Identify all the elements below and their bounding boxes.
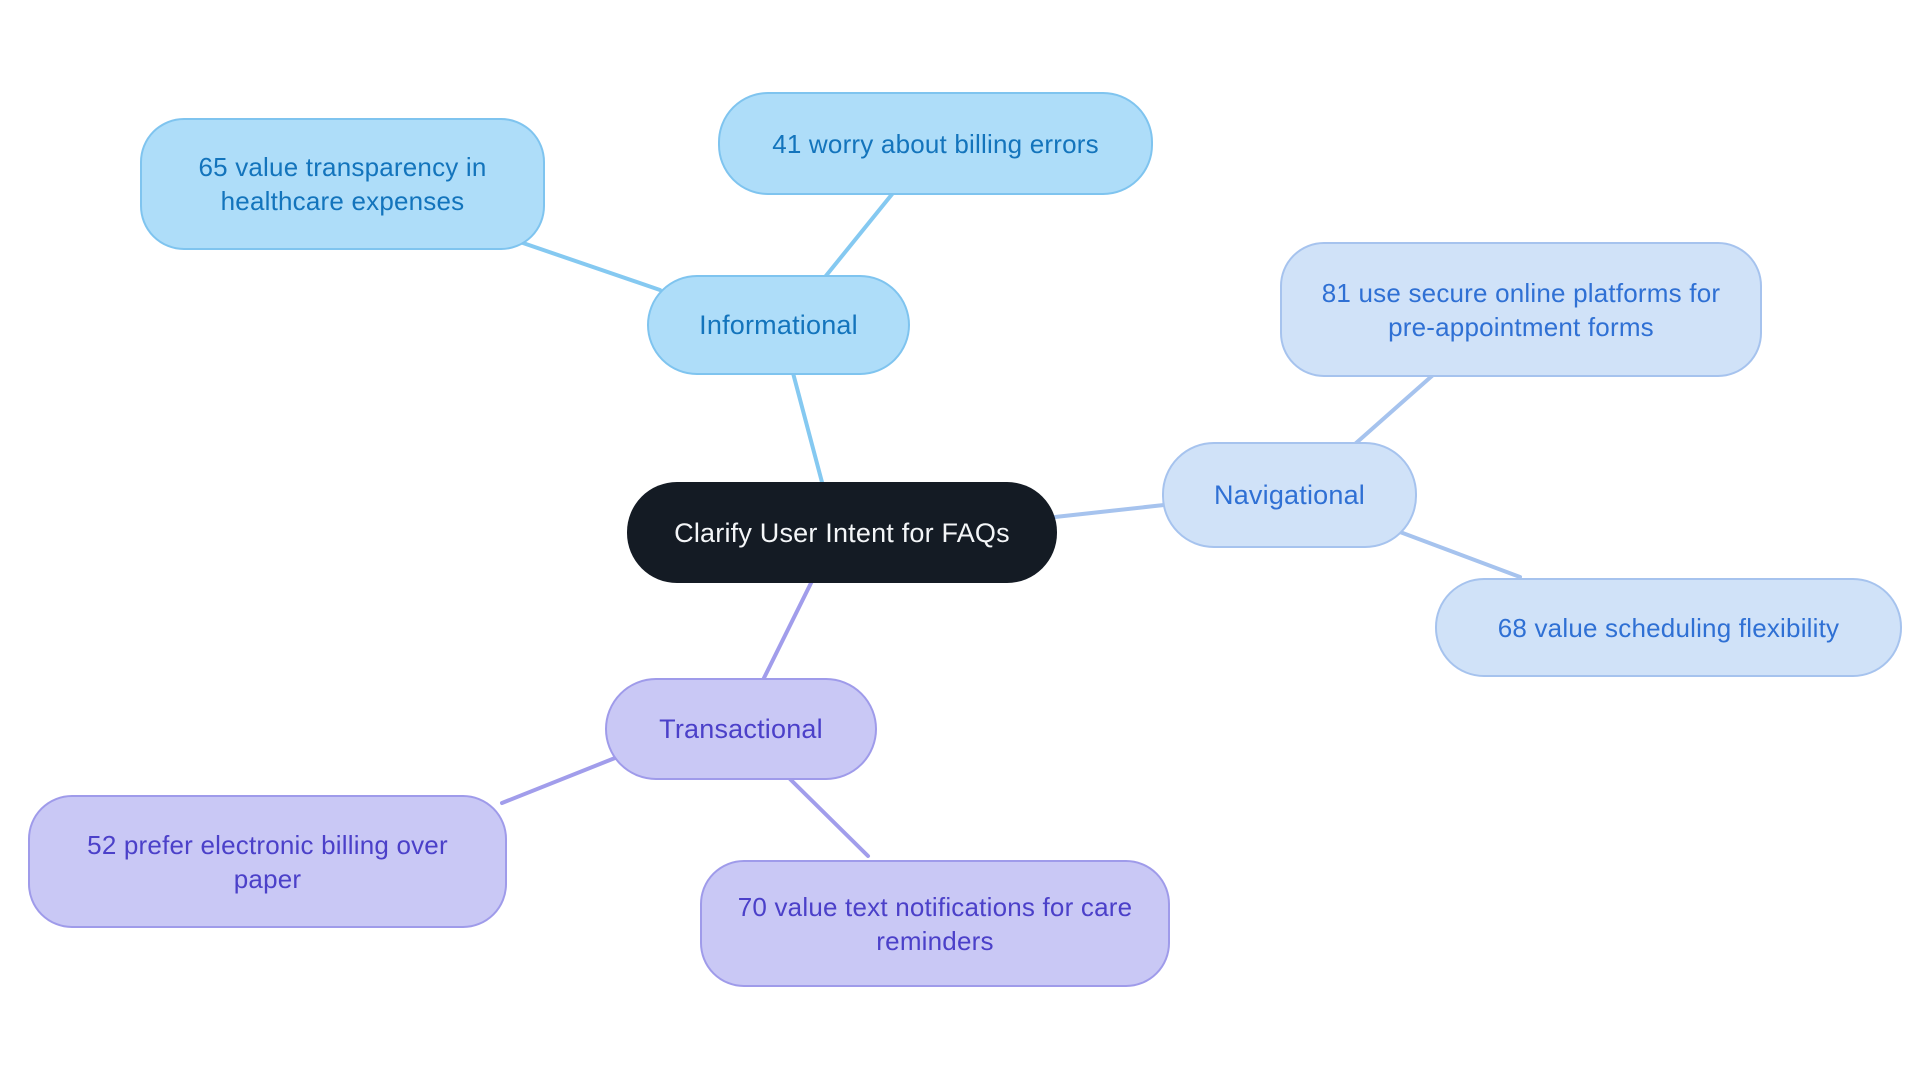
leaf-node-41-billing-errors[interactable]: 41 worry about billing errors xyxy=(718,92,1153,195)
branch-node-transactional[interactable]: Transactional xyxy=(605,678,877,780)
central-node[interactable]: Clarify User Intent for FAQs xyxy=(627,482,1057,583)
branch-node-navigational[interactable]: Navigational xyxy=(1162,442,1417,548)
leaf-node-label: 52 prefer electronic billing over paper xyxy=(87,829,448,894)
branch-node-informational[interactable]: Informational xyxy=(647,275,910,375)
branch-node-label: Transactional xyxy=(659,714,823,744)
central-node-label: Clarify User Intent for FAQs xyxy=(674,517,1010,548)
edge-center-navigational xyxy=(1053,503,1166,519)
leaf-node-52-electronic-billing[interactable]: 52 prefer electronic billing over paper xyxy=(28,795,507,928)
edge-leaf41-informational xyxy=(823,191,895,279)
leaf-node-label: 70 value text notifications for care rem… xyxy=(737,891,1133,956)
leaf-node-65-transparency[interactable]: 65 value transparency in healthcare expe… xyxy=(140,118,545,250)
leaf-node-label: 41 worry about billing errors xyxy=(772,128,1099,159)
leaf-node-70-text-notifications[interactable]: 70 value text notifications for care rem… xyxy=(700,860,1170,987)
edge-leaf81-navigational xyxy=(1353,373,1435,446)
edge-center-transactional xyxy=(761,579,814,682)
edge-navigational-leaf68 xyxy=(1398,530,1522,579)
leaf-node-label: 68 value scheduling flexibility xyxy=(1497,612,1840,643)
branch-node-label: Informational xyxy=(699,310,858,340)
edge-leaf65-informational xyxy=(521,241,662,292)
edge-transactional-leaf70 xyxy=(788,777,870,858)
leaf-node-81-secure-platforms[interactable]: 81 use secure online platforms for pre-a… xyxy=(1280,242,1762,377)
leaf-node-label: 65 value transparency in healthcare expe… xyxy=(198,152,487,216)
edge-transactional-leaf52 xyxy=(500,756,617,805)
edge-informational-center xyxy=(791,371,825,488)
leaf-node-label: 81 use secure online platforms for pre-a… xyxy=(1321,277,1721,342)
leaf-node-68-scheduling-flexibility[interactable]: 68 value scheduling flexibility xyxy=(1435,578,1902,677)
branch-node-label: Navigational xyxy=(1214,480,1365,510)
